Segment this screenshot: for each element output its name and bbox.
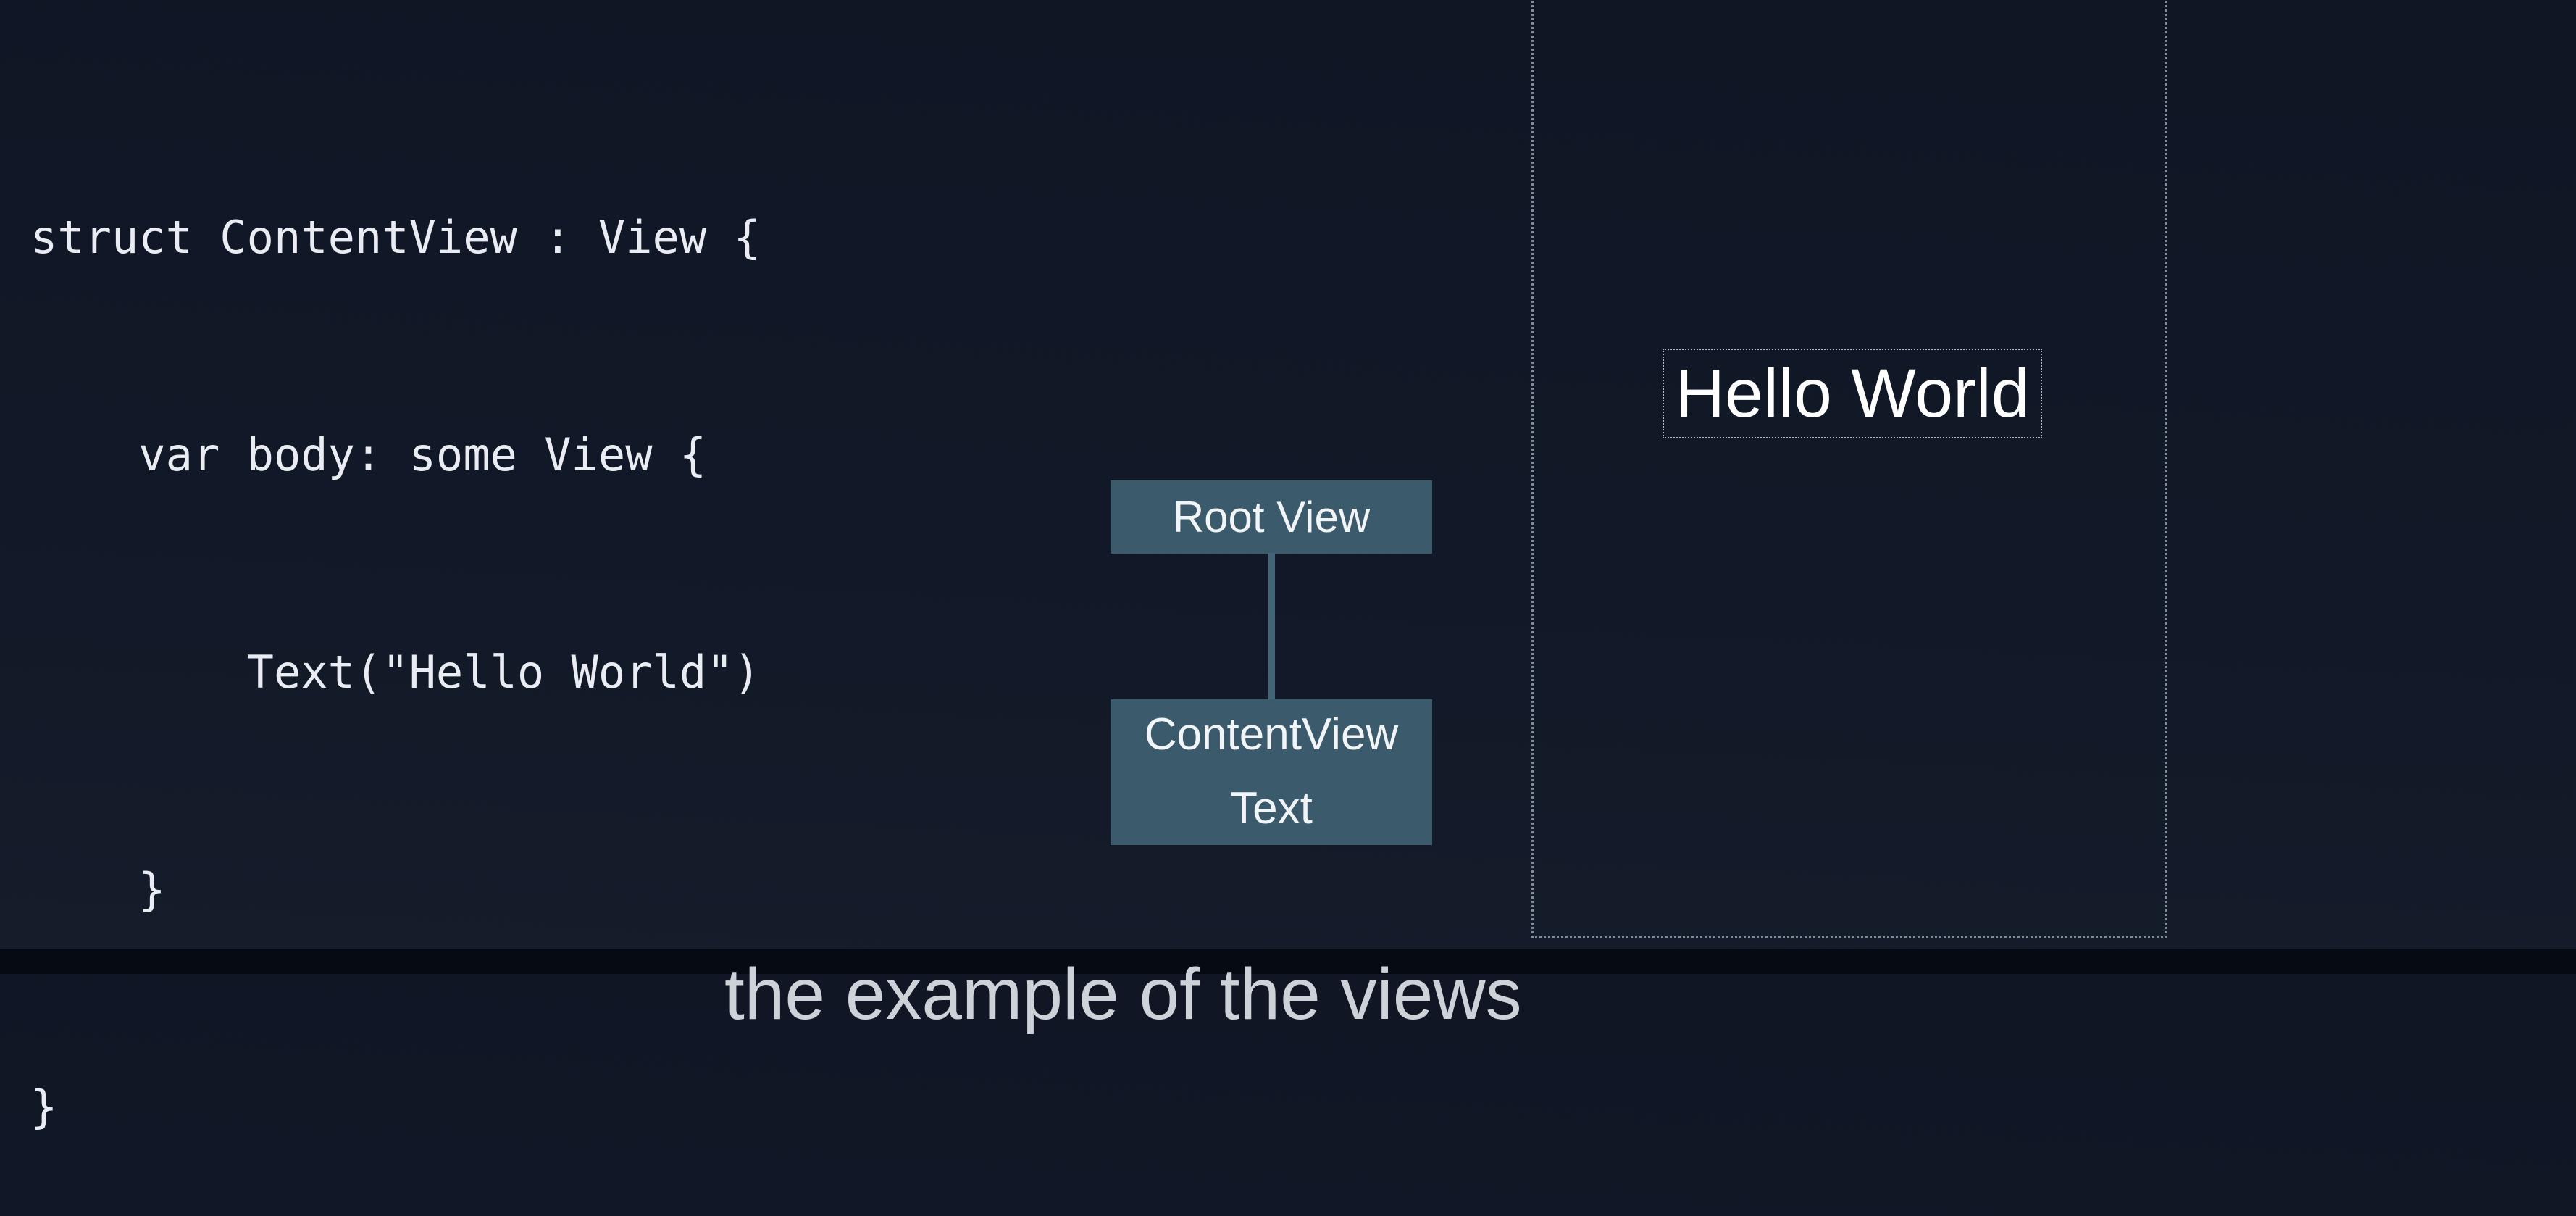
caption-text: the example of the views: [724, 954, 1522, 1035]
code-line: }: [30, 1080, 58, 1133]
content-view-node: ContentView Text: [1111, 699, 1432, 845]
tree-connector-line: [1268, 553, 1275, 700]
code-line: Text("Hello World"): [30, 646, 761, 699]
code-line: }: [30, 863, 166, 916]
root-view-node: Root View: [1111, 480, 1432, 554]
swift-code-block: struct ContentView : View { var body: so…: [30, 57, 761, 1216]
hello-world-text: Hello World: [1675, 354, 2030, 432]
caption-bar: [0, 949, 2576, 974]
device-preview-frame: [1531, 0, 2167, 938]
code-line: var body: some View {: [30, 428, 707, 481]
text-node-label: Text: [1230, 783, 1313, 833]
slide-frame: { "slide": { "background_color": "#11182…: [0, 0, 2576, 1133]
root-view-node-label: Root View: [1172, 493, 1371, 541]
content-view-node-label: ContentView: [1144, 709, 1399, 759]
code-line: struct ContentView : View {: [30, 211, 761, 264]
hello-world-text-bounds: Hello World: [1663, 349, 2042, 438]
